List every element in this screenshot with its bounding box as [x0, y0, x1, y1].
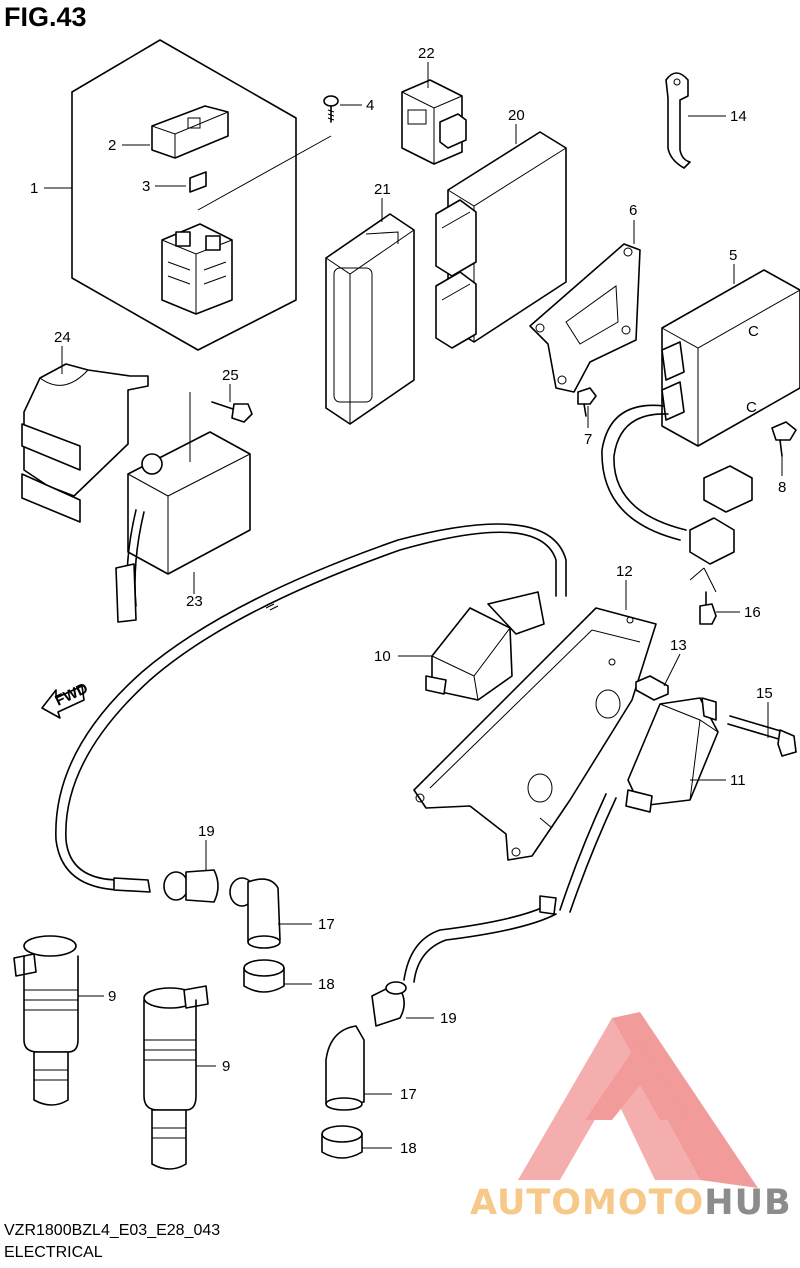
ecu-part-20 — [435, 131, 567, 349]
callout-25: 25 — [222, 367, 239, 384]
callout-19-lower: 19 — [440, 1010, 457, 1027]
seal-ring-part-18-lower — [321, 1125, 363, 1159]
spacer-part-13 — [635, 675, 669, 701]
callout-20: 20 — [508, 107, 525, 124]
callout-12: 12 — [616, 563, 633, 580]
regulator-part-23 — [115, 392, 251, 623]
callout-17-lower: 17 — [400, 1086, 417, 1103]
bracket-part-14 — [665, 72, 691, 169]
diagram-code: VZR1800BZL4_E03_E28_043 — [4, 1222, 221, 1239]
callout-13: 13 — [670, 637, 687, 654]
svg-text:C: C — [746, 399, 757, 416]
fuse-part — [189, 171, 207, 193]
callout-labels: 1 2 3 4 22 14 20 21 6 5 7 8 24 25 23 12 … — [30, 45, 786, 1157]
mounting-plate-part-12 — [413, 607, 657, 861]
callout-8: 8 — [778, 479, 786, 496]
bolt-part-16 — [699, 591, 717, 625]
watermark-logo-icon — [518, 1012, 758, 1188]
callout-10: 10 — [374, 648, 391, 665]
diagram-section-name: ELECTRICAL — [4, 1244, 103, 1261]
callout-19-upper: 19 — [198, 823, 215, 840]
bracket-part-24 — [21, 363, 149, 523]
callout-18-upper: 18 — [318, 976, 335, 993]
callout-5: 5 — [729, 247, 737, 264]
ignition-wire-lower — [403, 895, 557, 983]
callout-3: 3 — [142, 178, 150, 195]
boot-part-19-lower — [371, 981, 407, 1027]
stick-coil-part-9-right — [143, 985, 209, 1170]
plug-boot-part-17-upper — [247, 878, 281, 949]
svg-text:C: C — [748, 323, 759, 340]
callout-9-left: 9 — [108, 988, 116, 1005]
watermark-text: AUTOMOTOHUB — [470, 1183, 792, 1223]
callout-7: 7 — [584, 431, 592, 448]
bolt-part-15 — [727, 715, 797, 757]
watermark-part1: AUTOMOTO — [470, 1183, 705, 1223]
callout-17-upper: 17 — [318, 916, 335, 933]
callout-4: 4 — [366, 97, 374, 114]
callout-21: 21 — [374, 181, 391, 198]
connector-part-22 — [401, 79, 467, 165]
callout-1: 1 — [30, 180, 38, 197]
starter-relay-part — [161, 223, 233, 315]
plug-boot-part-17-lower — [325, 1025, 365, 1111]
leader-lines — [44, 62, 783, 1149]
callout-15: 15 — [756, 685, 773, 702]
boot-part-19-upper — [163, 869, 255, 907]
callout-23: 23 — [186, 593, 203, 610]
ignition-wire-harness — [55, 523, 567, 893]
figure-title: FIG.43 — [4, 2, 87, 32]
callout-24: 24 — [54, 329, 71, 346]
callout-18-lower: 18 — [400, 1140, 417, 1157]
relay-assembly-group — [71, 39, 339, 351]
relay-cover-part — [151, 105, 229, 159]
callout-2: 2 — [108, 137, 116, 154]
seal-ring-part-18-upper — [243, 959, 285, 993]
callout-11: 11 — [730, 772, 746, 789]
watermark-part2: HUB — [704, 1183, 792, 1223]
callout-22: 22 — [418, 45, 435, 62]
bolt-part-25 — [211, 401, 253, 423]
callout-6: 6 — [629, 202, 637, 219]
bracket-part-6 — [529, 243, 641, 393]
bolt-part-7 — [577, 387, 597, 417]
fwd-arrow-icon: FWD — [41, 680, 91, 719]
callout-14: 14 — [730, 108, 747, 125]
ecu-cover-part-21 — [325, 213, 415, 425]
screw-part-4 — [323, 95, 339, 123]
ignition-coil-part-11 — [559, 697, 719, 913]
callout-16: 16 — [744, 604, 761, 621]
stick-coil-part-9-left — [13, 935, 79, 1106]
module-part-5: C C — [601, 269, 800, 565]
ignition-coil-part-10 — [425, 591, 545, 701]
callout-9-right: 9 — [222, 1058, 230, 1075]
bolt-part-8 — [771, 421, 797, 457]
